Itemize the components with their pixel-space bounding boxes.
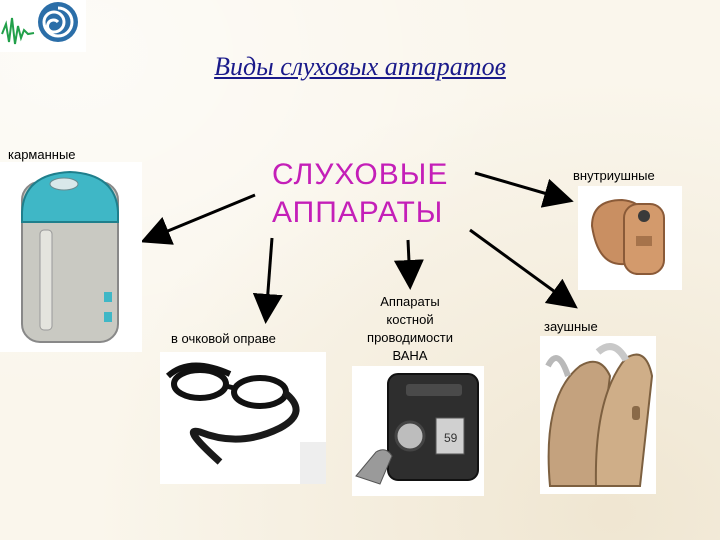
label-bone-line4: ВАНА <box>350 347 470 365</box>
pocket-hearing-aid-image <box>0 162 142 352</box>
arrow-to-behind-ear <box>470 230 573 305</box>
center-title-line2: АППАРАТЫ <box>272 194 448 232</box>
label-in-ear: внутриушные <box>573 168 655 183</box>
label-pocket: карманные <box>8 147 76 162</box>
arrow-to-in-ear <box>475 173 568 200</box>
center-title-line1: СЛУХОВЫЕ <box>272 156 448 194</box>
in-ear-hearing-aid-image <box>578 186 682 290</box>
label-behind-ear: заушные <box>544 319 598 334</box>
behind-ear-hearing-aid-image <box>540 336 656 494</box>
center-title: СЛУХОВЫЕ АППАРАТЫ <box>272 156 448 232</box>
label-bone-line1: Аппараты <box>350 293 470 311</box>
arrow-to-bone <box>408 240 410 284</box>
svg-text:59: 59 <box>444 431 458 445</box>
label-bone-line3: проводимости <box>350 329 470 347</box>
label-glasses: в очковой оправе <box>171 331 276 346</box>
arrow-to-glasses <box>266 238 272 318</box>
glasses-hearing-aid-image <box>160 352 326 484</box>
label-bone-line2: костной <box>350 311 470 329</box>
bone-conduction-hearing-aid-image: 59 <box>352 366 484 496</box>
arrow-to-pocket <box>146 195 255 240</box>
label-bone-conduction: Аппараты костной проводимости ВАНА <box>350 293 470 365</box>
